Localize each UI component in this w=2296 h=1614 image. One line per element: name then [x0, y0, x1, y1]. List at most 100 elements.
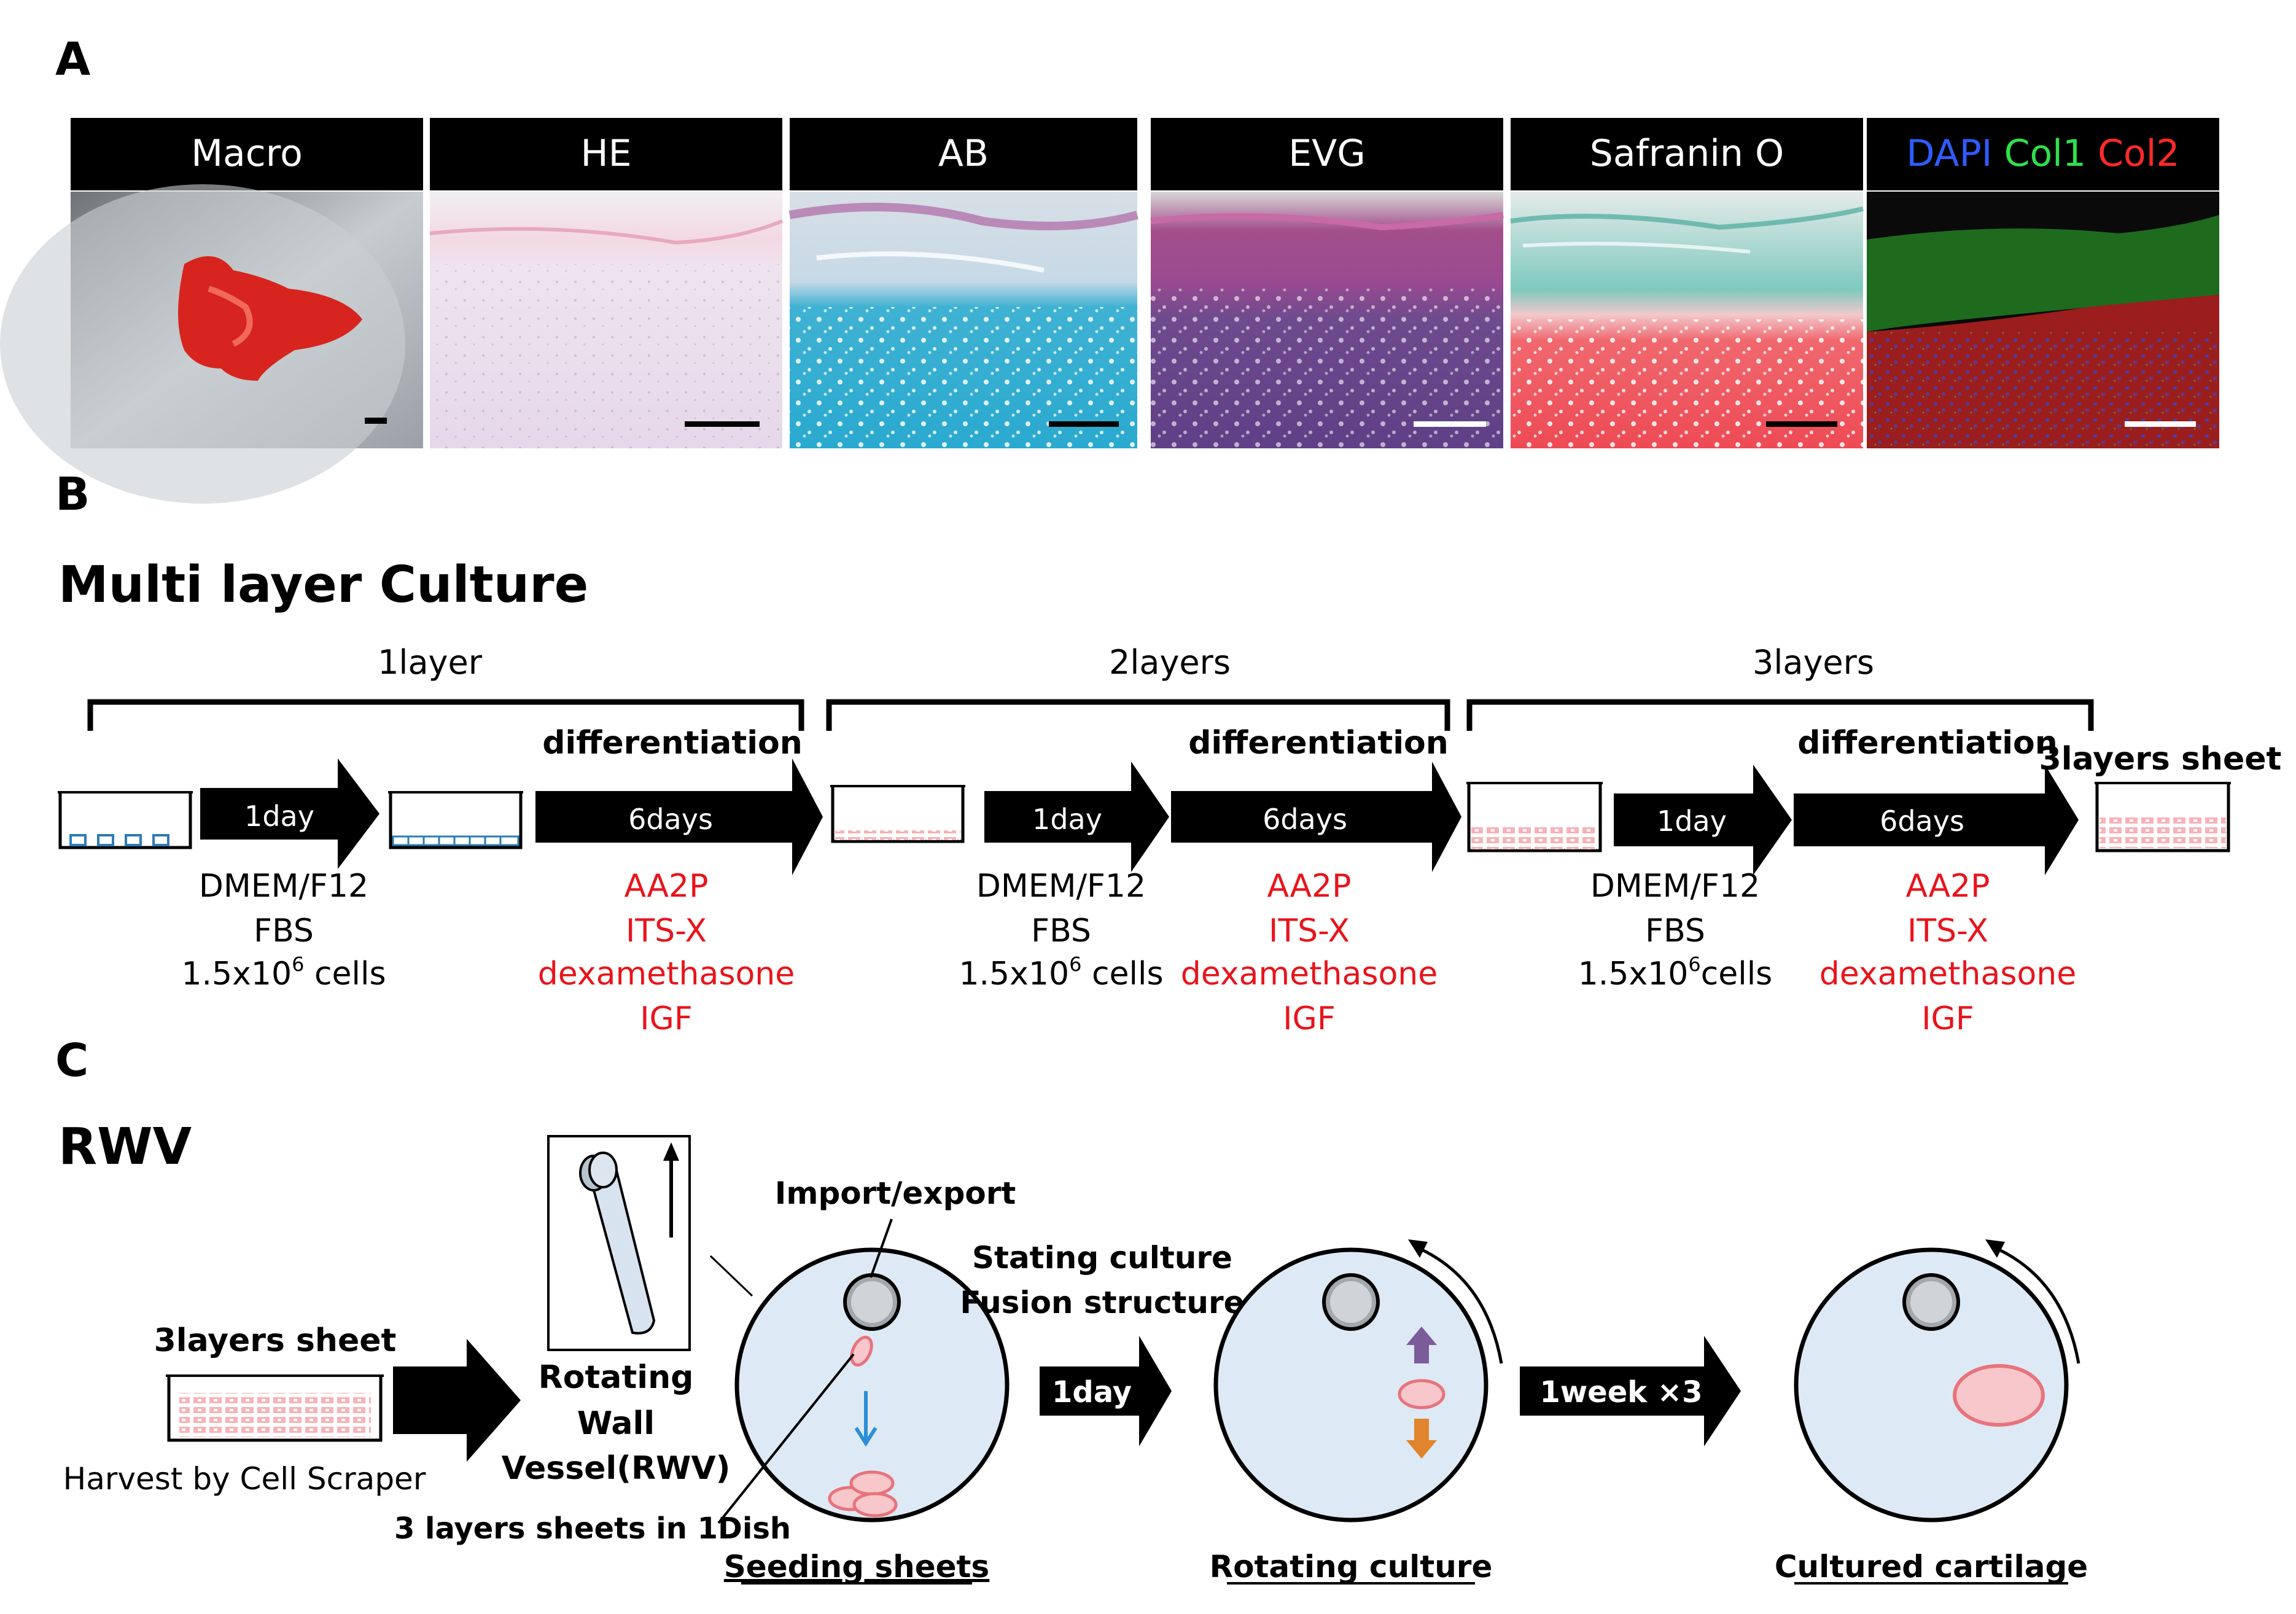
rwv-device — [547, 1135, 691, 1351]
panel-b-label: B — [55, 468, 90, 521]
medium-1-cells: 1.5x106 cells — [181, 953, 386, 992]
arrow-label-1day-2: 1day — [1032, 803, 1102, 836]
arrows-b — [200, 758, 2079, 875]
header-safranin: Safranin O — [1590, 132, 1784, 175]
factor-dexamethasone: dexamethasone — [1819, 956, 2076, 992]
c-sheet-label: 3layers sheet — [154, 1322, 397, 1359]
panel-a-headers: Macro HE AB EVG Safranin O DAPI Col1 Col… — [71, 118, 2219, 190]
panel-a-label: A — [55, 33, 90, 86]
factor-igf: IGF — [1283, 1000, 1336, 1037]
safranin-image — [1510, 192, 1864, 448]
rwv-line-3: Vessel(RWV) — [502, 1450, 731, 1487]
factor-dexamethasone: dexamethasone — [1181, 956, 1438, 992]
medium-2: DMEM/F12 FBS 1.5x106 cells — [959, 868, 1163, 992]
cells-unit: cells — [304, 956, 386, 992]
cultured-dish — [1794, 1239, 2080, 1522]
differentiation-label-2: differentiation — [1188, 725, 1449, 762]
dish-2 — [388, 791, 523, 849]
arrow-label-6days-3: 6days — [1880, 805, 1964, 838]
cells-unit: cells — [1081, 956, 1163, 992]
arrow-6days-1 — [535, 758, 823, 875]
evg-image — [1150, 192, 1504, 448]
medium-3-line1: DMEM/F12 — [1590, 868, 1760, 905]
stating-culture-label: Stating culture — [972, 1240, 1232, 1276]
sheets-in-dish-label: 3 layers sheets in 1Dish — [394, 1511, 791, 1546]
dish-5 — [2095, 782, 2231, 852]
header-ab: AB — [938, 132, 989, 175]
seeding-dish — [734, 1247, 1010, 1522]
arrow-label-week-c: 1week ×3 — [1539, 1375, 1702, 1409]
medium-2-line2: FBS — [1031, 913, 1091, 949]
c-sheet-dish — [166, 1374, 384, 1442]
dish-3 — [830, 785, 965, 843]
harvest-label: Harvest by Cell Scraper — [63, 1461, 426, 1497]
fusion-structure-label: Fusion structure — [960, 1285, 1244, 1320]
header-dapi: DAPI — [1906, 132, 1992, 175]
medium-2-cells: 1.5x106 cells — [959, 953, 1163, 992]
arrow-1day-c — [1040, 1336, 1172, 1446]
stage-rotating: Rotating culture — [1210, 1549, 1493, 1585]
rotating-dish — [1213, 1239, 1503, 1522]
panel-b-title: Multi layer Culture — [58, 556, 588, 614]
differentiation-label-1: differentiation — [542, 725, 803, 762]
medium-1-line1: DMEM/F12 — [199, 868, 368, 905]
arrow-1day-3 — [1614, 765, 1792, 875]
arrow-to-rwv — [393, 1339, 521, 1462]
stage-seeding: Seeding sheets — [724, 1549, 989, 1585]
header-col2: Col2 — [2098, 132, 2179, 175]
panel-c-label: C — [55, 1034, 88, 1087]
factor-itsx: ITS-X — [626, 913, 707, 949]
cells-base: 1.5x10 — [1578, 956, 1689, 992]
import-export-pointer — [870, 1218, 893, 1278]
header-evg: EVG — [1288, 132, 1365, 175]
arrow-label-6days-2: 6days — [1263, 803, 1347, 836]
arrow-label-1day-1: 1day — [244, 800, 314, 833]
arrow-label-1day-3: 1day — [1657, 805, 1727, 838]
header-col1: Col1 — [2004, 132, 2086, 175]
cells-exp: 6 — [1069, 953, 1081, 976]
cells-exp: 6 — [292, 953, 304, 976]
he-image — [429, 192, 784, 448]
connector-line — [709, 1255, 753, 1297]
factor-igf: IGF — [640, 1000, 693, 1037]
cells-unit: cells — [1701, 956, 1773, 992]
cells-base: 1.5x10 — [181, 956, 292, 992]
panel-c-title: RWV — [58, 1118, 192, 1176]
arrow-week-c — [1520, 1336, 1741, 1446]
arrow-6days-3 — [1794, 765, 2079, 875]
stage-cultured: Cultured cartilage — [1775, 1549, 2088, 1585]
arrow-1day-1 — [200, 758, 379, 869]
end-sheet-label: 3layers sheet — [2039, 741, 2282, 778]
medium-3-cells: 1.5x106cells — [1578, 953, 1773, 992]
cells-exp: 6 — [1688, 953, 1700, 976]
arrow-1day-2 — [984, 762, 1169, 872]
medium-3: DMEM/F12 FBS 1.5x106cells — [1578, 868, 1773, 992]
dish-1 — [58, 791, 193, 849]
factors-1: AA2P ITS-X dexamethasone IGF — [538, 868, 795, 1037]
factors-2: AA2P ITS-X dexamethasone IGF — [1181, 868, 1438, 1037]
header-macro: Macro — [191, 132, 303, 175]
medium-2-line1: DMEM/F12 — [976, 868, 1146, 905]
arrow-label-1day-c: 1day — [1052, 1375, 1132, 1409]
factor-itsx: ITS-X — [1269, 913, 1350, 949]
medium-1: DMEM/F12 FBS 1.5x106 cells — [181, 868, 386, 992]
dish-4 — [1466, 782, 1603, 852]
bracket-2layers: 2layers — [1109, 643, 1231, 682]
header-fluorescence: DAPI Col1 Col2 — [1906, 132, 2179, 175]
factor-itsx: ITS-X — [1907, 913, 1988, 949]
differentiation-label-3: differentiation — [1797, 725, 2058, 762]
factors-3: AA2P ITS-X dexamethasone IGF — [1819, 868, 2076, 1037]
cells-base: 1.5x10 — [959, 956, 1069, 992]
arrow-label-6days-1: 6days — [628, 803, 713, 836]
bracket-1layer: 1layer — [378, 643, 483, 682]
factor-aa2p: AA2P — [1905, 868, 1990, 905]
rwv-line-1: Rotating — [539, 1359, 694, 1396]
factor-aa2p: AA2P — [624, 868, 708, 905]
factor-dexamethasone: dexamethasone — [538, 956, 795, 992]
ab-image — [788, 192, 1138, 448]
medium-1-line2: FBS — [254, 913, 314, 949]
fluorescence-image — [1867, 192, 2219, 448]
arrow-6days-2 — [1171, 762, 1461, 872]
